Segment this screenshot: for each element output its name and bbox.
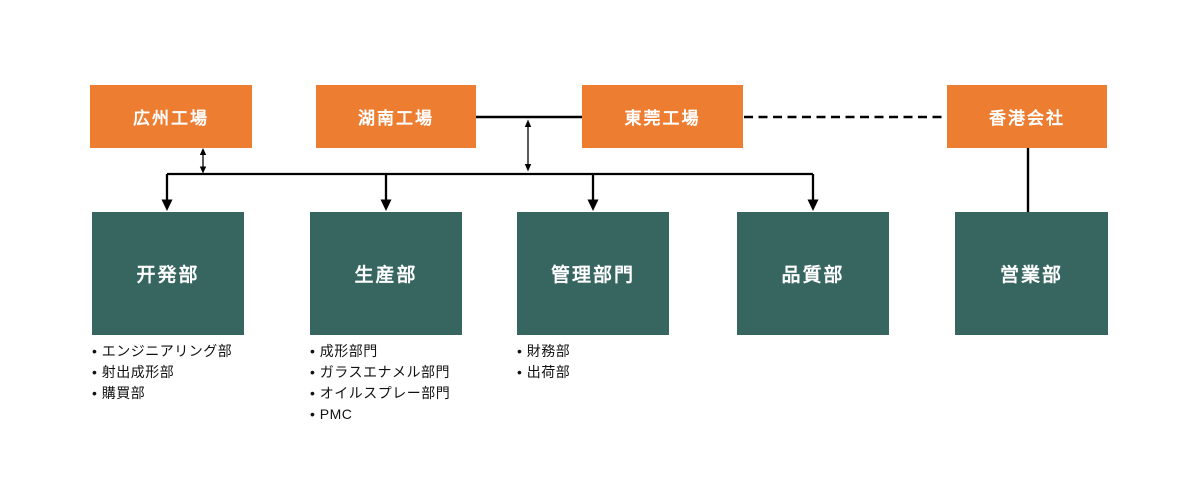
box-sales-dept: 営業部 xyxy=(955,212,1108,335)
sublist-admin: 財務部出荷部 xyxy=(517,341,570,383)
box-guangzhou-plant: 広州工場 xyxy=(90,85,252,148)
box-admin-dept-label: 管理部門 xyxy=(550,265,635,286)
sub-department-item: 購買部 xyxy=(92,383,232,404)
sublist-production: 成形部門ガラスエナメル部門オイルスプレー部門PMC xyxy=(310,341,450,425)
sublist-development: エンジニアリング部射出成形部購買部 xyxy=(92,341,232,404)
double-arrow-guangzhou xyxy=(199,148,207,174)
box-dongguan-plant: 東莞工場 xyxy=(582,85,743,148)
sub-department-item: 成形部門 xyxy=(310,341,450,362)
arrow-to-admin xyxy=(587,174,599,211)
box-guangzhou-plant-label: 広州工場 xyxy=(133,109,209,128)
box-dongguan-plant-label: 東莞工場 xyxy=(624,109,701,128)
sub-department-item: エンジニアリング部 xyxy=(92,341,232,362)
arrow-to-production xyxy=(380,174,392,211)
double-arrow-center xyxy=(524,119,532,172)
box-hongkong-company-label: 香港会社 xyxy=(989,109,1065,128)
box-production-dept: 生産部 xyxy=(310,212,462,335)
sub-department-item: オイルスプレー部門 xyxy=(310,383,450,404)
box-hongkong-company: 香港会社 xyxy=(947,85,1107,148)
sub-department-item: ガラスエナメル部門 xyxy=(310,362,450,383)
box-sales-dept-label: 営業部 xyxy=(999,265,1063,286)
box-development-dept-label: 开発部 xyxy=(136,265,200,286)
box-admin-dept: 管理部門 xyxy=(517,212,669,335)
arrow-to-quality xyxy=(807,174,819,211)
box-hunan-plant-label: 湖南工場 xyxy=(358,109,434,128)
box-development-dept: 开発部 xyxy=(92,212,244,335)
sub-department-item: 射出成形部 xyxy=(92,362,232,383)
arrow-to-development xyxy=(161,174,173,211)
sub-department-item: 財務部 xyxy=(517,341,570,362)
box-production-dept-label: 生産部 xyxy=(354,265,418,286)
box-quality-dept: 品質部 xyxy=(737,212,889,335)
box-quality-dept-label: 品質部 xyxy=(781,265,845,286)
box-hunan-plant: 湖南工場 xyxy=(316,85,476,148)
sub-department-item: 出荷部 xyxy=(517,362,570,383)
sub-department-item: PMC xyxy=(310,404,450,425)
